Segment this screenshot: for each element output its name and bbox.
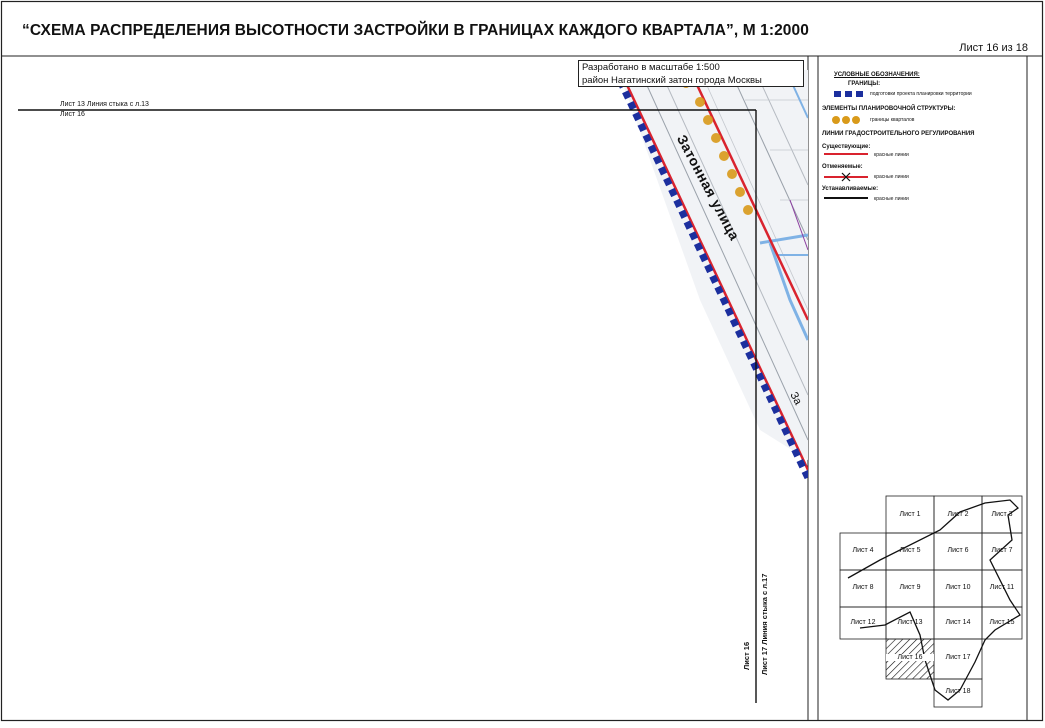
blue-dash-symbol bbox=[834, 91, 866, 97]
index-sheet-12: Лист 12 bbox=[850, 619, 876, 626]
legend-planning-item: границы кварталов bbox=[870, 117, 915, 123]
legend-boundaries-heading: ГРАНИЦЫ: bbox=[848, 81, 881, 87]
index-sheet-7: Лист 7 bbox=[991, 547, 1013, 554]
index-sheet-17: Лист 17 bbox=[945, 654, 971, 661]
index-sheet-18: Лист 18 bbox=[945, 688, 971, 695]
index-sheet-9: Лист 9 bbox=[899, 584, 921, 591]
legend-title: УСЛОВНЫЕ ОБОЗНАЧЕНИЯ: bbox=[834, 72, 920, 78]
index-sheet-16-current: Лист 16 bbox=[886, 654, 934, 661]
sheet-index-grid bbox=[839, 495, 1023, 708]
district-info-line: район Нагатинский затон города Москвы bbox=[582, 75, 762, 86]
index-sheet-13: Лист 13 bbox=[897, 619, 923, 626]
sheet-label-bottom: Лист 16 bbox=[742, 641, 751, 670]
legend-boundaries-item: подготовки проекта планировки территории bbox=[870, 91, 972, 97]
sheet-label-left: Лист 16 bbox=[60, 111, 85, 118]
joint-label-right: Лист 17 Линия стыка с л.17 bbox=[760, 573, 769, 675]
joint-label-top: Лист 13 Линия стыка с л.13 bbox=[60, 101, 149, 108]
index-sheet-15: Лист 15 bbox=[989, 619, 1015, 626]
index-sheet-8: Лист 8 bbox=[852, 584, 874, 591]
index-sheet-11: Лист 11 bbox=[989, 584, 1015, 591]
index-sheet-6: Лист 6 bbox=[947, 547, 969, 554]
legend-planning-heading: ЭЛЕМЕНТЫ ПЛАНИРОВОЧНОЙ СТРУКТУРЫ: bbox=[822, 106, 956, 112]
scale-info-line: Разработано в масштабе 1:500 bbox=[582, 62, 720, 73]
legend-cancelled-heading: Отменяемые: bbox=[822, 164, 863, 170]
index-sheet-2: Лист 2 bbox=[947, 511, 969, 518]
index-sheet-4: Лист 4 bbox=[852, 547, 874, 554]
black-line-symbol bbox=[824, 197, 868, 199]
legend-established-heading: Устанавливаемые: bbox=[822, 186, 879, 192]
index-sheet-3: Лист 3 bbox=[991, 511, 1013, 518]
index-sheet-10: Лист 10 bbox=[945, 584, 971, 591]
legend-cancelled-item: красные линии bbox=[874, 174, 909, 180]
index-sheet-14: Лист 14 bbox=[945, 619, 971, 626]
legend-existing-item: красные линии bbox=[874, 152, 909, 158]
sheet-number: Лист 16 из 18 bbox=[959, 42, 1028, 54]
basemap-fragment bbox=[611, 68, 808, 480]
legend-existing-heading: Существующие: bbox=[822, 144, 871, 150]
legend-regulation-heading: ЛИНИИ ГРАДОСТРОИТЕЛЬНОГО РЕГУЛИРОВАНИЯ bbox=[822, 131, 975, 137]
cancelled-line-symbol bbox=[824, 172, 868, 182]
legend-established-item: красные линии bbox=[874, 196, 909, 202]
index-sheet-5: Лист 5 bbox=[899, 547, 921, 554]
index-boundary-sketch bbox=[847, 499, 1021, 701]
orange-dots-symbol bbox=[832, 116, 860, 124]
index-sheet-1: Лист 1 bbox=[899, 511, 921, 518]
document-title: “СХЕМА РАСПРЕДЕЛЕНИЯ ВЫСОТНОСТИ ЗАСТРОЙК… bbox=[22, 22, 809, 39]
red-line-symbol bbox=[824, 153, 868, 155]
scale-info-box: Разработано в масштабе 1:500 район Нагат… bbox=[578, 60, 804, 87]
